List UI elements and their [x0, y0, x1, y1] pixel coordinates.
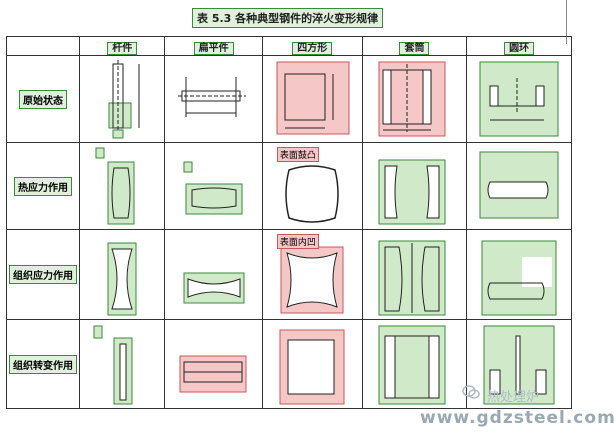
cell-sleeve-structural	[361, 229, 468, 320]
sleeve-structural-diagram	[378, 240, 446, 315]
ring-structural-diagram	[481, 240, 557, 315]
cell-flat-thermal	[164, 142, 263, 230]
col-header-square: 四方形	[261, 36, 363, 56]
cell-sleeve-thermal	[361, 142, 468, 230]
rod-transformation-diagram	[93, 325, 133, 405]
cell-square-original	[261, 55, 363, 143]
sleeve-original-diagram	[378, 61, 446, 137]
cell-sleeve-transformation	[361, 319, 468, 409]
flat-thermal-diagram	[183, 161, 243, 215]
row-header-original: 原始状态	[6, 55, 80, 143]
flat-original-diagram	[177, 77, 246, 117]
square-structural-diagram	[280, 246, 344, 313]
header-empty	[6, 36, 80, 56]
rod-structural-diagram	[107, 242, 137, 315]
ring-original-diagram	[479, 61, 559, 137]
square-original-diagram	[276, 61, 350, 135]
cell-ring-transformation	[466, 319, 572, 409]
cell-rod-structural	[78, 229, 166, 320]
flat-transformation-diagram	[179, 355, 247, 393]
deformation-table: 杆件 扁平件 四方形 套筒 圆环 原始状态	[6, 36, 572, 409]
row-header-structural-stress: 组织应力作用	[6, 229, 80, 320]
rod-original-diagram	[108, 60, 140, 139]
wechat-icon	[462, 385, 480, 399]
square-transformation-diagram	[279, 329, 345, 405]
col-header-flat: 扁平件	[164, 36, 263, 56]
cell-ring-thermal	[466, 142, 572, 230]
cell-square-thermal: 表面鼓凸	[261, 142, 363, 230]
col-header-rod: 杆件	[78, 36, 166, 56]
cell-ring-original	[466, 55, 572, 143]
page-edge-line	[566, 0, 567, 44]
label-surface-bulge: 表面鼓凸	[276, 147, 319, 162]
col-header-ring: 圆环	[466, 36, 572, 56]
row-header-transformation: 组织转变作用	[6, 319, 80, 409]
cell-square-transformation	[261, 319, 363, 409]
cell-flat-original	[164, 55, 263, 143]
watermark-brand: 热处理炉	[487, 390, 540, 405]
ring-transformation-diagram	[483, 325, 555, 405]
cell-ring-structural	[466, 229, 572, 320]
cell-flat-transformation	[164, 319, 263, 409]
cell-rod-original	[78, 55, 166, 143]
sleeve-transformation-diagram	[378, 325, 446, 405]
cell-square-structural: 表面内凹	[261, 229, 363, 320]
sleeve-thermal-diagram	[378, 159, 446, 225]
cell-flat-structural	[164, 229, 263, 320]
watermark-url: www.gdzsteel.com	[420, 408, 615, 428]
label-surface-concave: 表面内凹	[276, 234, 319, 249]
ring-thermal-diagram	[479, 151, 559, 219]
col-header-sleeve: 套筒	[361, 36, 468, 56]
table-title: 表 5.3 各种典型钢件的淬火变形规律	[192, 8, 384, 28]
flat-structural-diagram	[183, 272, 245, 303]
cell-sleeve-original	[361, 55, 468, 143]
row-header-thermal: 热应力作用	[6, 142, 80, 230]
square-thermal-diagram	[285, 165, 339, 223]
rod-thermal-diagram	[95, 147, 135, 225]
cell-rod-transformation	[78, 319, 166, 409]
cell-rod-thermal	[78, 142, 166, 230]
